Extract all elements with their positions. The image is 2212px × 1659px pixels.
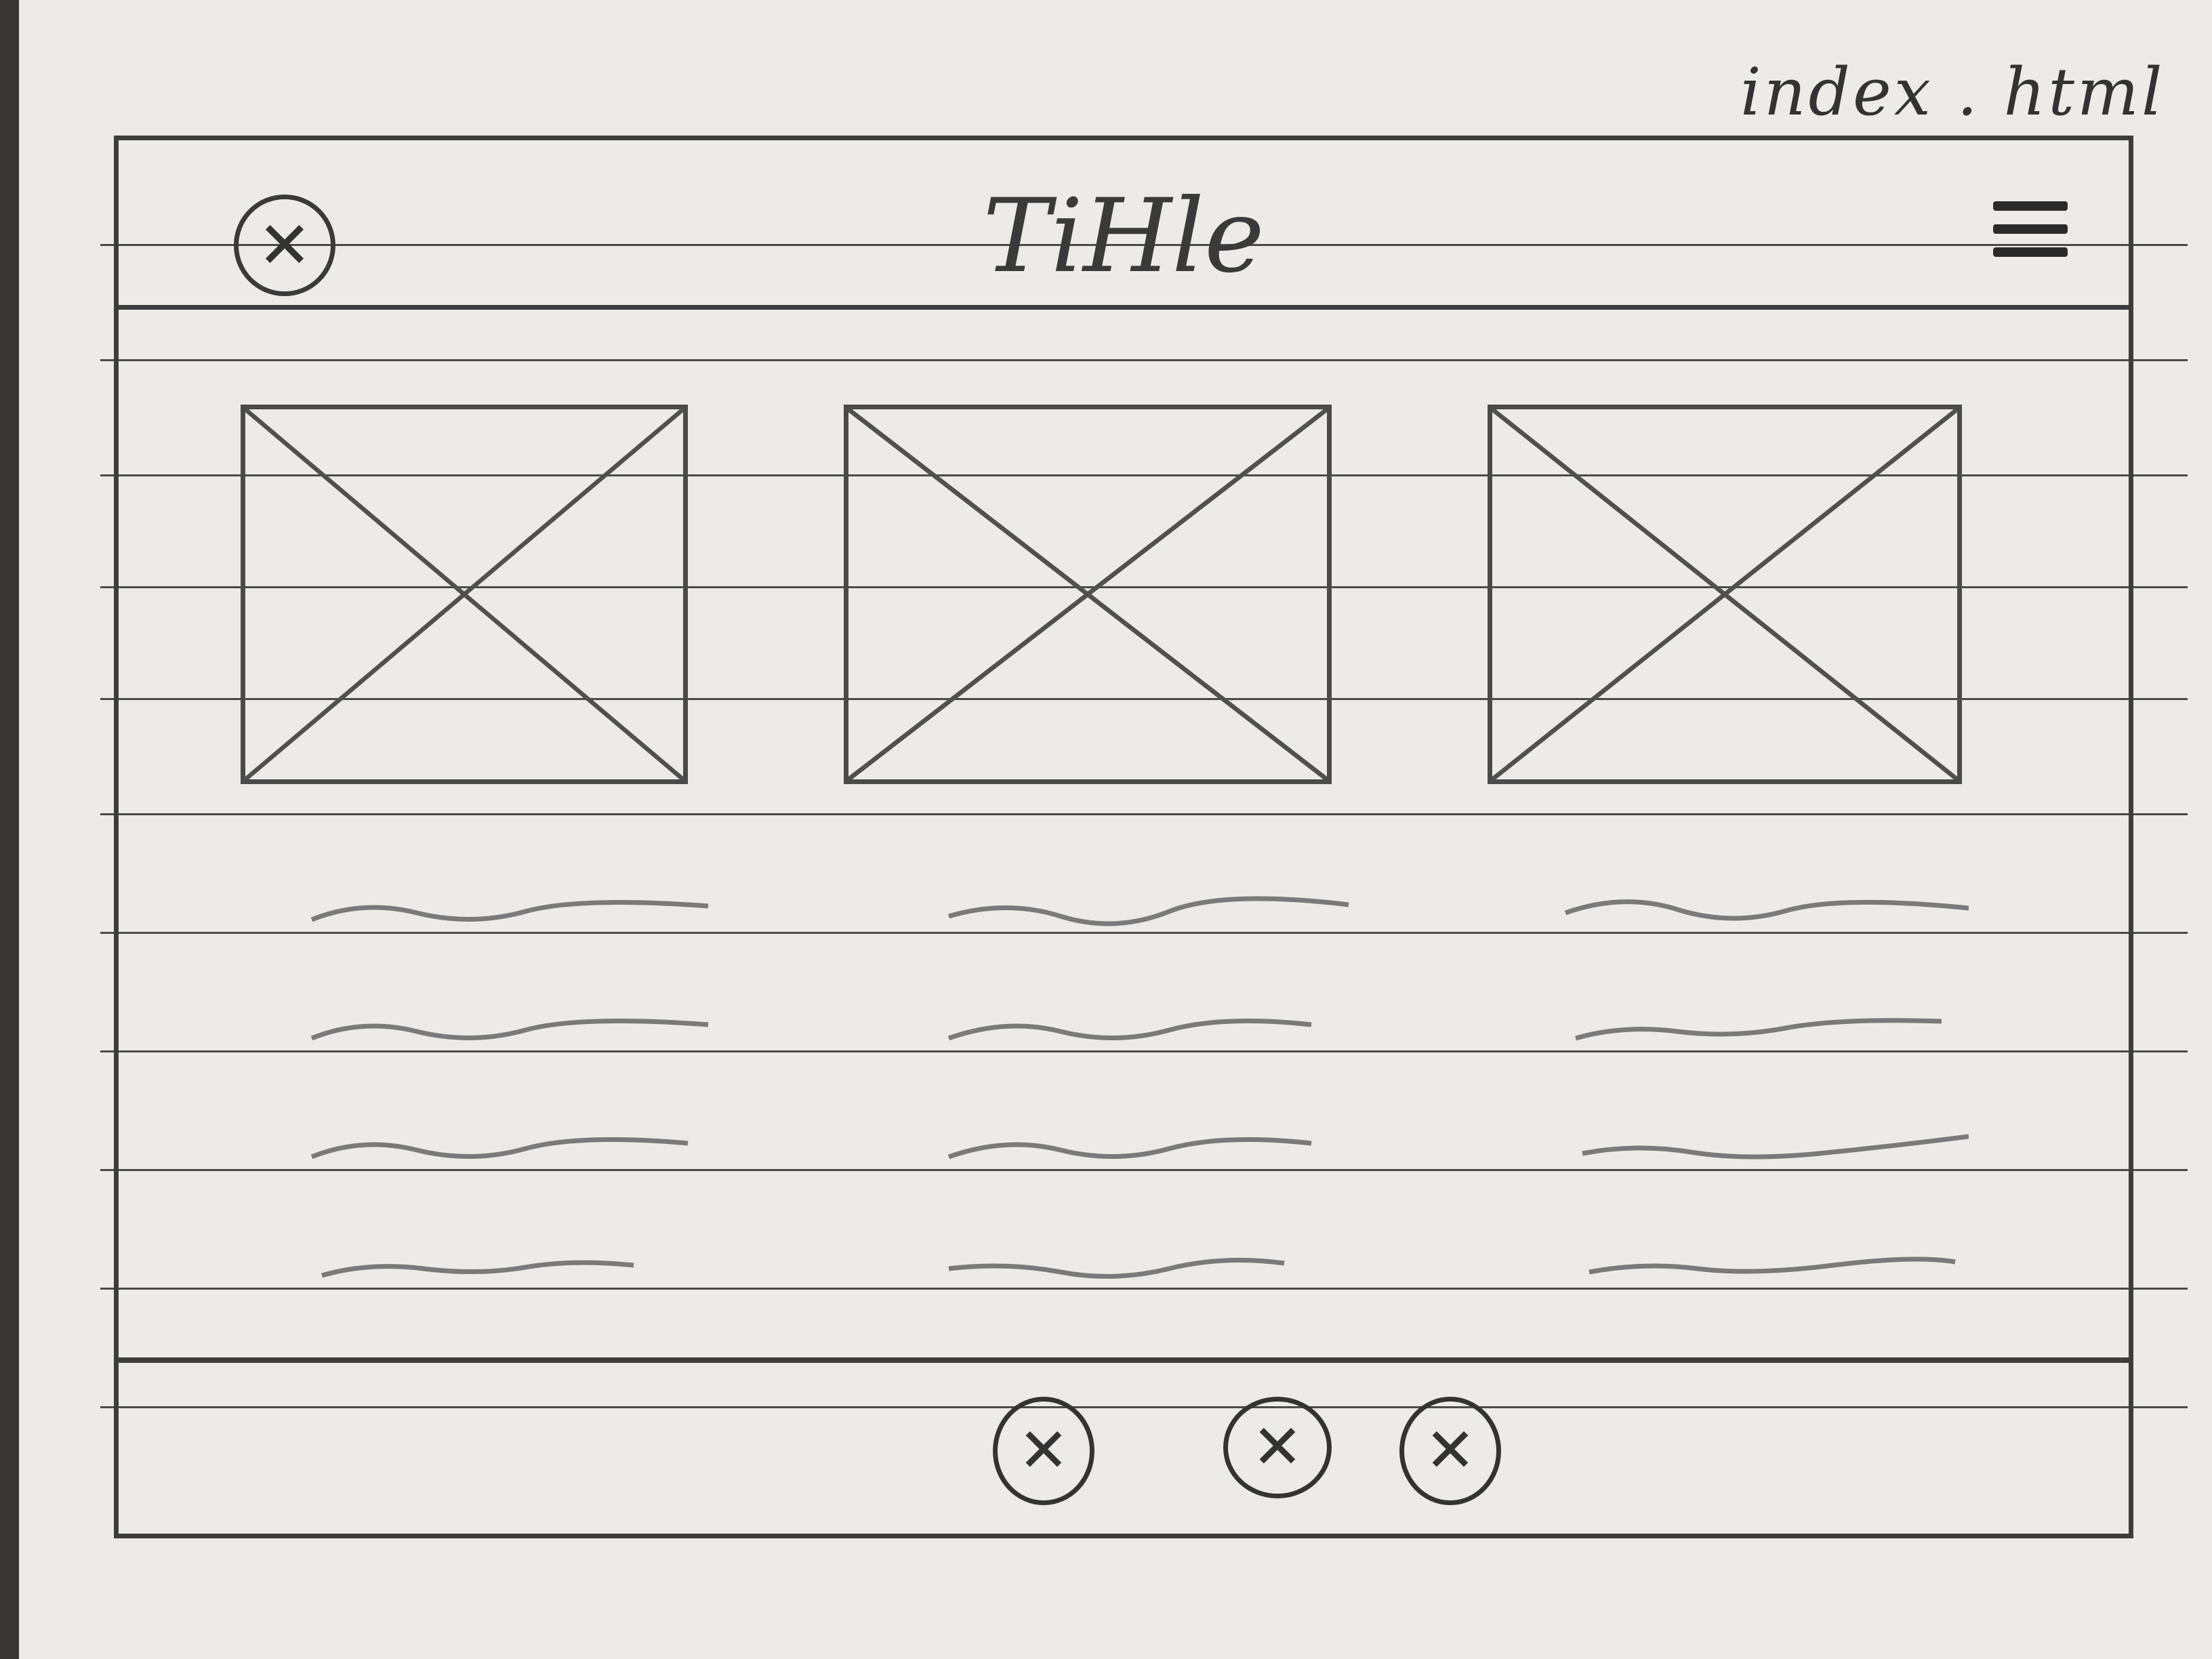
footer-button-3[interactable]: ✕: [1399, 1397, 1501, 1505]
card-grid: [241, 405, 2030, 811]
footer-button-2[interactable]: ✕: [1223, 1397, 1332, 1498]
text-placeholder-line: [310, 1019, 709, 1041]
text-placeholder-line: [947, 1019, 1312, 1041]
card-image-3[interactable]: [1488, 405, 1962, 784]
ruled-line: [100, 586, 2188, 588]
close-icon: ✕: [1018, 1415, 1069, 1486]
notebook-spine: [0, 0, 19, 1659]
ruled-line: [100, 359, 2188, 361]
ruled-line: [100, 813, 2188, 815]
text-placeholder-line: [1582, 1134, 1969, 1160]
image-placeholder-icon: [245, 409, 683, 779]
filename-label: index . html: [1740, 54, 2165, 130]
ruled-line: [100, 1288, 2188, 1290]
ruled-line: [100, 698, 2188, 700]
ruled-line: [100, 932, 2188, 934]
ruled-line: [100, 1050, 2188, 1052]
text-placeholder-line: [1575, 1018, 1942, 1041]
card-text-block-1: [308, 893, 715, 1313]
menu-button[interactable]: [1993, 201, 2068, 283]
text-placeholder-line: [321, 1260, 634, 1278]
card-image-1[interactable]: [241, 405, 688, 784]
header-bar: ✕ TiHle: [119, 140, 2129, 310]
text-placeholder-line: [310, 1137, 689, 1160]
wireframe-window: ✕ TiHle: [114, 136, 2133, 1538]
close-icon: ✕: [1425, 1415, 1476, 1486]
text-placeholder-line: [948, 1258, 1285, 1279]
text-placeholder-line: [1589, 1256, 1956, 1275]
ruled-line: [100, 1169, 2188, 1171]
text-placeholder-line: [1564, 899, 1969, 921]
text-placeholder-line: [310, 900, 709, 922]
close-icon: ✕: [1252, 1412, 1303, 1483]
image-placeholder-icon: [848, 409, 1327, 779]
text-placeholder-line: [947, 1137, 1312, 1160]
ruled-line: [100, 1406, 2188, 1408]
page-title: TiHle: [983, 178, 1265, 295]
card-text-block-3: [1562, 889, 1969, 1309]
footer-bar: ✕ ✕ ✕: [119, 1357, 2129, 1534]
close-icon: ✕: [257, 207, 312, 283]
ruled-line: [100, 474, 2188, 476]
image-placeholder-icon: [1492, 409, 1957, 779]
sketch-paper: index . html ✕ TiHle: [19, 0, 2212, 1659]
close-button[interactable]: ✕: [234, 194, 335, 296]
text-placeholder-line: [948, 896, 1349, 926]
hamburger-menu-icon: [1993, 201, 2068, 257]
card-image-2[interactable]: [844, 405, 1332, 784]
card-text-block-2: [925, 893, 1372, 1313]
footer-button-1[interactable]: ✕: [993, 1397, 1094, 1505]
ruled-line: [100, 244, 2188, 246]
